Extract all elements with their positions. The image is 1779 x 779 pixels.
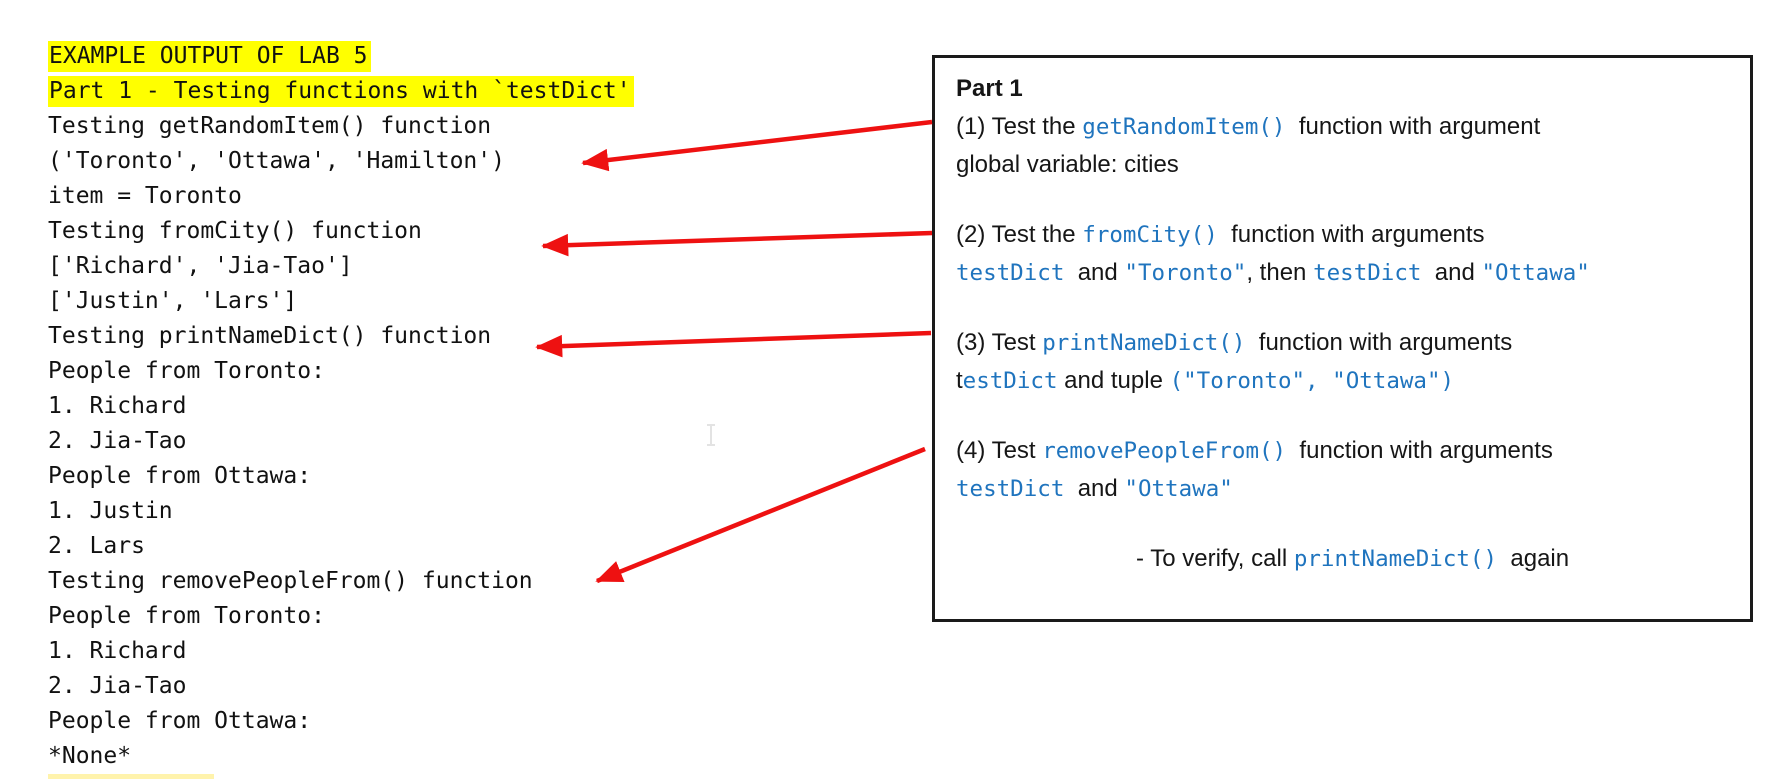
text-segment: (3) Test: [956, 329, 1043, 356]
code-token: printNameDict(): [1042, 330, 1246, 356]
code-token: estDict: [962, 368, 1058, 394]
console-line: People from Toronto:: [48, 603, 325, 629]
console-line: People from Ottawa:: [48, 463, 312, 489]
annotation-arrow: [595, 446, 926, 584]
console-line: People from Toronto:: [48, 358, 325, 384]
partial-highlight-strip: [48, 774, 214, 779]
instruction-box: Part 1 (1) Test the getRandomItem() func…: [932, 55, 1753, 622]
instruction-paragraph: - To verify, call printNameDict() again: [956, 540, 1730, 578]
text-ibeam-cursor: [704, 423, 718, 447]
code-token: getRandomItem(): [1082, 114, 1286, 140]
text-segment: function with arguments: [1217, 221, 1485, 248]
annotation-arrow: [581, 119, 933, 172]
console-line: 1. Justin: [48, 498, 173, 524]
text-segment: t: [956, 367, 963, 394]
console-line: 1. Richard: [48, 638, 187, 664]
code-token: testDict: [956, 260, 1065, 286]
text-segment: again: [1497, 545, 1570, 572]
text-segment: function with argument: [1285, 113, 1541, 140]
console-line: ['Richard', 'Jia-Tao']: [48, 253, 353, 279]
code-token: testDict: [956, 476, 1065, 502]
console-line: ['Justin', 'Lars']: [48, 288, 298, 314]
instruction-paragraph: (1) Test the getRandomItem() function wi…: [956, 108, 1730, 184]
instruction-paragraph: (4) Test removePeopleFrom() function wit…: [956, 432, 1730, 508]
console-line: People from Ottawa:: [48, 708, 312, 734]
text-segment: and tuple: [1057, 367, 1170, 394]
text-segment: (2) Test the: [956, 221, 1083, 248]
text-segment: (4) Test: [956, 437, 1043, 464]
text-segment: function with arguments: [1245, 329, 1513, 356]
text-segment: , then: [1246, 259, 1314, 286]
text-segment: function with arguments: [1286, 437, 1553, 464]
console-line: Testing fromCity() function: [48, 218, 422, 244]
text-segment: global variable: cities: [956, 151, 1179, 178]
console-line: Testing removePeopleFrom() function: [48, 568, 533, 594]
instruction-paragraphs: (1) Test the getRandomItem() function wi…: [956, 108, 1730, 578]
text-segment: and: [1064, 475, 1125, 502]
console-line: 2. Lars: [48, 533, 145, 559]
instruction-paragraph: (2) Test the fromCity() function with ar…: [956, 216, 1730, 292]
console-line: Part 1 - Testing functions with `testDic…: [48, 74, 634, 109]
console-line: 2. Jia-Tao: [48, 428, 187, 454]
console-line: Testing getRandomItem() function: [48, 113, 492, 139]
text-segment: - To verify, call: [1136, 545, 1294, 572]
code-token: testDict: [1313, 260, 1422, 286]
instruction-paragraph: (3) Test printNameDict() function with a…: [956, 324, 1730, 400]
code-token: fromCity(): [1082, 222, 1218, 248]
code-token: "Toronto": [1124, 260, 1247, 286]
text-segment: (1) Test the: [956, 113, 1083, 140]
code-token: "Ottawa": [1481, 260, 1590, 286]
instruction-box-title: Part 1: [956, 75, 1023, 102]
console-line: EXAMPLE OUTPUT OF LAB 5: [48, 39, 634, 74]
code-token: "Ottawa": [1124, 476, 1233, 502]
console-line: Testing printNameDict() function: [48, 323, 492, 349]
code-token: ("Toronto", "Ottawa"): [1169, 368, 1455, 394]
console-line: *None*: [48, 743, 132, 769]
text-segment: and: [1421, 259, 1482, 286]
console-line: ('Toronto', 'Ottawa', 'Hamilton'): [48, 148, 505, 174]
text-segment: and: [1064, 259, 1125, 286]
code-token: printNameDict(): [1293, 546, 1498, 572]
console-line: 2. Jia-Tao: [48, 673, 187, 699]
console-line: item = Toronto: [48, 183, 242, 209]
console-line: 1. Richard: [48, 393, 187, 419]
code-token: removePeopleFrom(): [1042, 438, 1287, 464]
